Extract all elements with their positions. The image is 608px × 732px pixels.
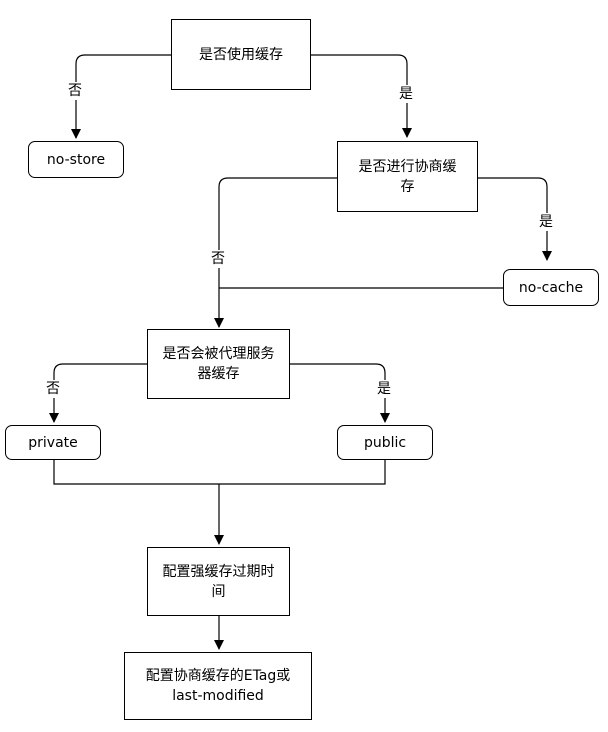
edge-proxy-no — [49, 363, 147, 423]
node-private: private — [5, 425, 101, 460]
edge-proxy-yes — [290, 363, 390, 423]
edge-negotiated-no — [214, 177, 337, 328]
edge-label-use-cache-no: 否 — [67, 82, 83, 100]
edge-label-negotiated-no: 否 — [210, 250, 226, 268]
edge-label-proxy-no: 否 — [45, 380, 61, 398]
edge-label-negotiated-yes: 是 — [538, 213, 554, 231]
edge-use-cache-yes — [311, 54, 412, 138]
node-etag: 配置协商缓存的ETag或 last-modified — [124, 652, 312, 720]
edge-label-proxy-yes: 是 — [376, 380, 392, 398]
node-proxy-cache: 是否会被代理服务 器缓存 — [147, 329, 290, 399]
node-use-cache: 是否使用缓存 — [171, 19, 311, 90]
node-strong-cache: 配置强缓存过期时 间 — [147, 547, 290, 616]
node-negotiated-cache: 是否进行协商缓 存 — [337, 141, 478, 212]
node-no-store: no-store — [28, 141, 124, 178]
edge-use-cache-no — [71, 54, 171, 139]
edge-label-use-cache-yes: 是 — [398, 85, 414, 103]
edge-negotiated-yes — [478, 177, 552, 261]
edge-private-down — [53, 460, 386, 485]
node-public: public — [337, 425, 433, 460]
node-no-cache: no-cache — [503, 269, 599, 306]
